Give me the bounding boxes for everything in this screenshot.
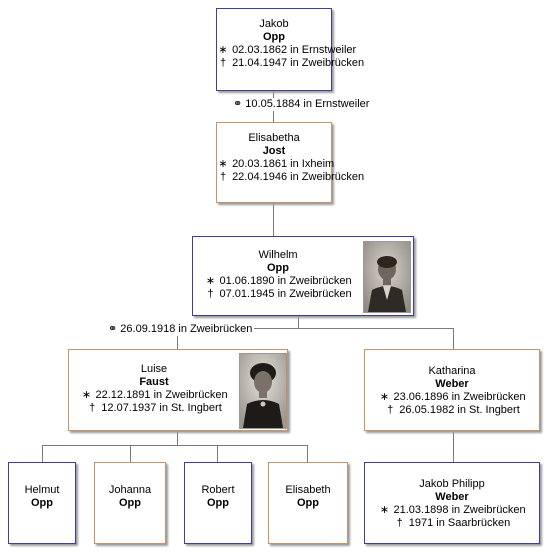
person-card-wilhelm[interactable]: Wilhelm Opp ∗ 01.06.1890 in Zweibrücken … [192,236,414,316]
death-line: † 12.07.1937 in St. Ingbert [69,402,239,415]
person-card-elisabeth[interactable]: Elisabeth Opp [268,462,348,544]
given-name: Jakob [259,18,289,30]
surname: Opp [297,497,319,509]
person-card-robert[interactable]: Robert Opp [184,462,252,544]
death-icon: † [396,517,403,529]
birth-value: 20.03.1861 in Ixheim [232,158,335,170]
connector-to-robert [217,445,218,462]
death-icon: † [387,404,394,416]
death-icon: † [89,402,96,414]
connector-wilhelm-down [298,316,299,328]
marriage-icon: ⚭ [108,323,118,335]
birth-value: 02.03.1862 in Ernstweiler [232,44,357,56]
connector-to-elisabeth [307,445,308,462]
connector-children-bar [42,445,308,446]
connector-luise-down [177,431,178,445]
surname: Opp [207,497,229,509]
connector-to-katharina [453,328,454,349]
connector-to-luise [177,328,178,349]
person-card-johanna[interactable]: Johanna Opp [94,462,166,544]
death-line: † 1971 in Saarbrücken [365,517,539,530]
marriage-date: 10.05.1884 in Ernstweiler [245,98,370,110]
birth-value: 21.03.1898 in Zweibrücken [393,504,526,516]
birth-value: 01.06.1890 in Zweibrücken [219,275,352,287]
death-value: 07.01.1945 in Zweibrücken [219,288,352,300]
portrait-photo [363,241,411,313]
connector-to-johanna [130,445,131,462]
surname: Opp [31,497,53,509]
birth-line: ∗ 02.03.1862 in Ernstweiler [217,44,356,57]
death-value: 21.04.1947 in Zweibrücken [232,57,365,69]
given-name: Elisabeth [285,484,331,496]
surname: Opp [267,262,289,274]
person-card-jakob-philipp[interactable]: Jakob Philipp Weber ∗ 21.03.1898 in Zwei… [364,462,540,544]
birth-icon: ∗ [379,504,390,516]
surname: Jost [262,145,286,157]
given-name: Elisabetha [248,132,300,144]
given-name: Jakob Philipp [419,478,485,490]
connector-katharina-down [453,431,454,462]
marriage-label-wilhelm-luise: ⚭ 26.09.1918 in Zweibrücken [106,323,255,336]
birth-icon: ∗ [218,44,228,56]
birth-line: ∗ 20.03.1861 in Ixheim [217,158,335,171]
given-name: Wilhelm [258,249,298,261]
person-card-elisabetha[interactable]: Elisabetha Jost ∗ 20.03.1861 in Ixheim †… [216,122,364,203]
birth-icon: ∗ [218,158,228,170]
given-name: Katharina [428,365,476,377]
death-line: † 21.04.1947 in Zweibrücken [217,57,364,70]
birth-line: ∗ 21.03.1898 in Zweibrücken [365,504,539,517]
birth-line: ∗ 23.06.1896 in Zweibrücken [365,391,539,404]
given-name: Luise [140,363,168,375]
death-value: 12.07.1937 in St. Ingbert [101,402,222,414]
surname: Opp [263,31,285,43]
given-name: Johanna [108,484,152,496]
death-value: 22.04.1946 in Zweibrücken [232,171,365,183]
given-name: Robert [201,484,235,496]
person-card-helmut[interactable]: Helmut Opp [8,462,76,544]
death-value: 1971 in Saarbrücken [408,517,511,529]
surname: Faust [139,376,169,388]
given-name: Helmut [24,484,60,496]
birth-line: ∗ 01.06.1890 in Zweibrücken [193,275,363,288]
death-line: † 22.04.1946 in Zweibrücken [217,171,364,184]
death-line: † 07.01.1945 in Zweibrücken [193,288,363,301]
death-icon: † [207,288,214,300]
marriage-date: 26.09.1918 in Zweibrücken [120,323,253,335]
marriage-label-jakob-elisabetha: ⚭ 10.05.1884 in Ernstweiler [231,98,372,111]
connector-elisabetha-wilhelm [273,203,274,236]
person-card-luise[interactable]: Luise Faust ∗ 22.12.1891 in Zweibrücken … [68,349,288,431]
surname: Weber [435,378,469,390]
death-icon: † [219,171,227,183]
surname: Weber [435,491,469,503]
connector-marriage-bar [177,328,453,329]
marriage-icon: ⚭ [233,98,243,110]
person-card-jakob[interactable]: Jakob Opp ∗ 02.03.1862 in Ernstweiler † … [216,8,364,91]
portrait-photo [239,353,287,429]
person-card-katharina[interactable]: Katharina Weber ∗ 23.06.1896 in Zweibrüc… [364,349,540,431]
birth-icon: ∗ [81,389,92,401]
surname: Opp [119,497,141,509]
birth-icon: ∗ [205,275,216,287]
birth-value: 23.06.1896 in Zweibrücken [393,391,526,403]
death-icon: † [219,57,227,69]
birth-line: ∗ 22.12.1891 in Zweibrücken [69,389,239,402]
connector-to-helmut [42,445,43,462]
birth-icon: ∗ [379,391,390,403]
death-line: † 26.05.1982 in St. Ingbert [365,404,539,417]
birth-value: 22.12.1891 in Zweibrücken [95,389,228,401]
death-value: 26.05.1982 in St. Ingbert [399,404,520,416]
